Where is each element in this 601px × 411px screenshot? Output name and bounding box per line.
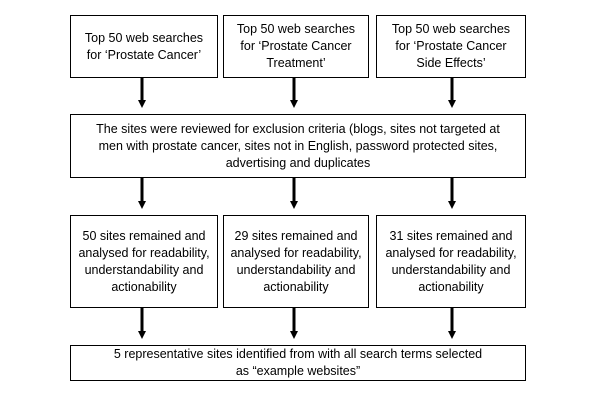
result-box-text: 29 sites remained and analysed for reada… xyxy=(230,228,362,294)
result-box-50-sites: 50 sites remained and analysed for reada… xyxy=(70,215,218,308)
exclusion-review-text: The sites were reviewed for exclusion cr… xyxy=(96,121,500,170)
exclusion-review-box: The sites were reviewed for exclusion cr… xyxy=(70,114,526,178)
final-selection-text: 5 representative sites identified from w… xyxy=(113,347,483,378)
search-box-prostate-cancer-treatment: Top 50 web searches for ‘Prostate Cancer… xyxy=(223,15,369,78)
search-box-text: Top 50 web searches for ‘Prostate Cancer… xyxy=(84,30,204,62)
result-box-29-sites: 29 sites remained and analysed for reada… xyxy=(223,215,369,308)
final-selection-box: 5 representative sites identified from w… xyxy=(70,345,526,381)
search-box-text: Top 50 web searches for ‘Prostate Cancer… xyxy=(236,22,356,70)
result-box-text: 31 sites remained and analysed for reada… xyxy=(385,228,517,294)
search-box-prostate-cancer: Top 50 web searches for ‘Prostate Cancer… xyxy=(70,15,218,78)
result-box-text: 50 sites remained and analysed for reada… xyxy=(78,228,210,294)
search-box-prostate-cancer-side-effects: Top 50 web searches for ‘Prostate Cancer… xyxy=(376,15,526,78)
search-box-text: Top 50 web searches for ‘Prostate Cancer… xyxy=(391,22,511,70)
result-box-31-sites: 31 sites remained and analysed for reada… xyxy=(376,215,526,308)
